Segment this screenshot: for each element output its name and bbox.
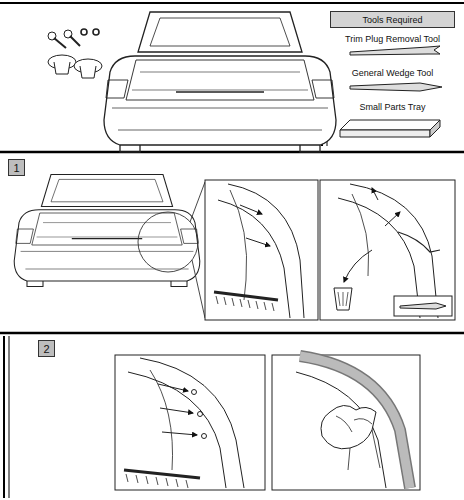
step2-detail-b-part bbox=[321, 405, 376, 448]
step1-detail-a-part bbox=[214, 292, 278, 300]
step1-detail-a-part bbox=[205, 180, 318, 320]
step1-detail-b-part bbox=[400, 303, 446, 309]
step1-detail-b-part bbox=[352, 194, 369, 276]
tool-icons-part bbox=[340, 130, 430, 137]
step1-detail-b bbox=[320, 180, 455, 320]
tool-icons bbox=[340, 46, 442, 137]
step1-detail-b-part bbox=[334, 288, 352, 310]
fastener-parts-part bbox=[54, 62, 70, 74]
panel-rule-part bbox=[0, 151, 464, 154]
step2-detail-b-part bbox=[354, 419, 372, 424]
step2-detail-a-part bbox=[192, 390, 197, 395]
step1-detail-a-part bbox=[216, 296, 274, 311]
step2-detail-b bbox=[272, 355, 420, 490]
car-overview-part bbox=[104, 12, 336, 152]
step-number: 1 bbox=[13, 162, 19, 174]
tool-icons-part bbox=[340, 120, 440, 130]
fastener-parts-part bbox=[70, 36, 80, 46]
fastener-parts-part bbox=[81, 29, 87, 35]
panel-rule bbox=[0, 3, 464, 498]
step1-detail-a-part bbox=[246, 238, 270, 246]
step1-detail-b-part bbox=[320, 180, 455, 320]
step1-car bbox=[14, 175, 200, 287]
step2-detail-a-part bbox=[115, 355, 265, 490]
tool-name: Trim Plug Removal Tool bbox=[330, 34, 455, 44]
zoom-callout-part bbox=[190, 182, 205, 222]
step2-detail-b-part bbox=[336, 416, 380, 470]
zoom-callout-part bbox=[138, 212, 198, 272]
header-text: Tools Required bbox=[362, 15, 422, 25]
step-number-box: 2 bbox=[38, 340, 55, 357]
step1-car-part bbox=[14, 175, 200, 287]
step-number-box: 1 bbox=[8, 159, 25, 176]
tool-name: Small Parts Tray bbox=[330, 102, 455, 112]
fastener-parts bbox=[48, 29, 102, 78]
tool-icons-part bbox=[350, 83, 442, 91]
zoom-callout-part bbox=[192, 260, 205, 318]
step1-detail-a-part bbox=[240, 205, 262, 214]
tools-header-box: Tools Required bbox=[330, 11, 455, 28]
step2-detail-a-part bbox=[160, 408, 193, 413]
car-overview bbox=[104, 12, 336, 152]
step2-detail-a-part bbox=[158, 384, 188, 391]
step2-detail-a-part bbox=[202, 434, 207, 439]
step2-detail-b-part bbox=[300, 356, 410, 488]
step2-detail-b-part bbox=[300, 356, 410, 488]
step1-detail-b-part bbox=[338, 292, 348, 306]
zoom-callout bbox=[138, 182, 205, 318]
panel-rule-part bbox=[0, 2, 464, 4]
tool-icons-part bbox=[430, 120, 440, 137]
step2-detail-b-part bbox=[272, 355, 420, 490]
step2-detail-a-part bbox=[124, 470, 200, 478]
step1-detail-b-part bbox=[394, 296, 452, 316]
panel-rule-part bbox=[3, 336, 5, 498]
step1-detail-b-part bbox=[372, 188, 378, 200]
tool-name: General Wedge Tool bbox=[330, 68, 455, 78]
fastener-parts-part bbox=[80, 66, 96, 78]
step2-detail-b-part bbox=[296, 372, 386, 488]
step2-detail-a bbox=[115, 355, 265, 490]
step-number: 2 bbox=[43, 343, 49, 355]
panel-rule-part bbox=[0, 332, 464, 335]
step1-detail-b-part bbox=[398, 232, 440, 252]
step2-detail-a-part bbox=[140, 358, 244, 488]
step1-detail-a-part bbox=[218, 200, 290, 318]
step1-detail-a bbox=[205, 180, 318, 320]
fastener-parts-part bbox=[93, 29, 99, 35]
panel-rule-part bbox=[9, 336, 10, 498]
step2-detail-a-part bbox=[198, 412, 203, 417]
step1-detail-b-part bbox=[385, 212, 400, 226]
step1-detail-b-part bbox=[344, 250, 372, 282]
fastener-parts-part bbox=[54, 38, 66, 48]
step2-detail-a-part bbox=[126, 474, 188, 488]
tool-icons-part bbox=[350, 46, 440, 55]
step2-detail-a-part bbox=[162, 432, 197, 435]
